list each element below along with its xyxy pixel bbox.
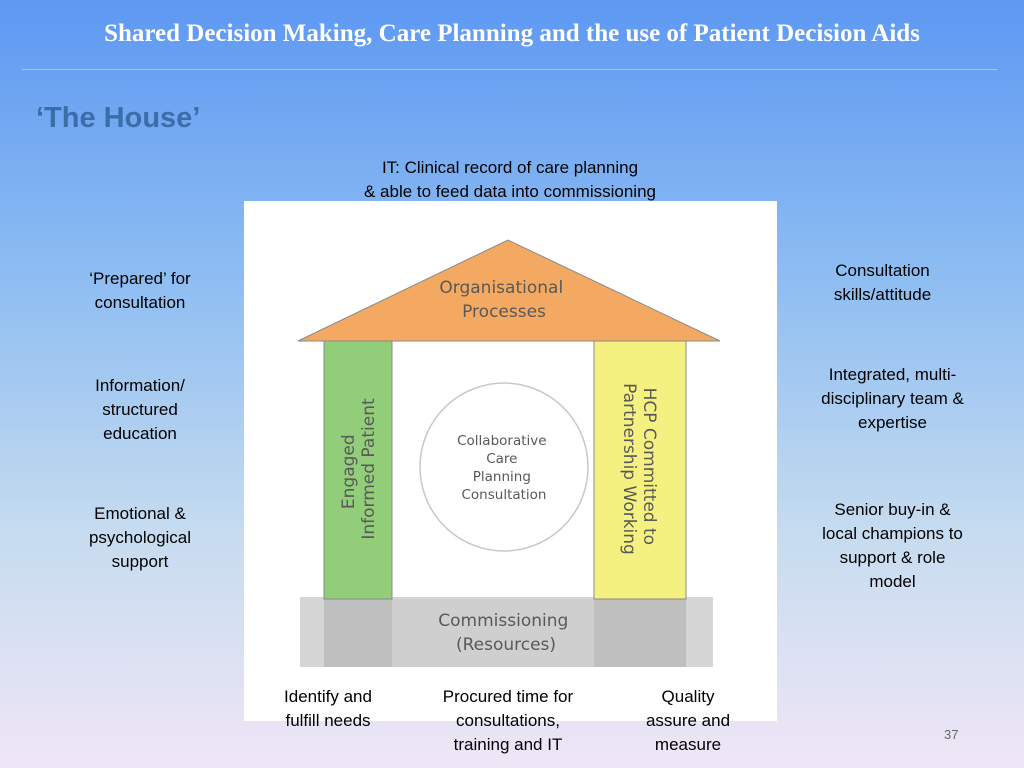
- bottom-item-3-line-2: assure and: [645, 711, 731, 730]
- svg-text:HCP Committed to Partn: HCP Committed to Partnership Working: [619, 383, 659, 555]
- bottom-item-1-line-2: fulfill needs: [285, 711, 371, 730]
- page-number: 37: [944, 727, 959, 742]
- bottom-item-identify-needs: Identify and fulfill needs: [258, 685, 398, 733]
- center-label-line-1: Collaborative: [457, 433, 546, 449]
- slide-subtitle: ‘The House’: [36, 102, 201, 134]
- right-item-3-line-3: support & role: [839, 548, 946, 567]
- center-label-line-2: Care: [486, 451, 517, 467]
- center-label-line-4: Consultation: [461, 487, 546, 503]
- right-item-3-line-4: model: [869, 572, 916, 591]
- house-base: Commissioning (Resources): [300, 597, 713, 667]
- left-item-3-line-2: psychological: [88, 528, 192, 547]
- right-item-2-line-3: expertise: [858, 413, 927, 432]
- it-note-line-1: IT: Clinical record of care planning: [381, 158, 639, 177]
- left-item-2-line-1: Information/: [95, 376, 185, 395]
- roof-label-line-2: Processes: [462, 302, 546, 322]
- right-item-integrated-team: Integrated, multi- disciplinary team & e…: [795, 363, 990, 435]
- right-item-1-line-1: Consultation: [835, 261, 930, 280]
- bottom-item-3-line-3: measure: [654, 735, 722, 754]
- left-pillar-label-line-1: Engaged: [339, 434, 359, 509]
- house-diagram: Commissioning (Resources) Engaged Inform…: [297, 239, 721, 667]
- right-item-consultation-skills: Consultation skills/attitude: [790, 259, 975, 307]
- base-pillar-foot-right: [594, 599, 686, 667]
- bottom-item-procured-time: Procured time for consultations, trainin…: [418, 685, 598, 757]
- svg-text:Engaged Informed Patie: Engaged Informed Patient: [339, 398, 379, 540]
- right-item-3-line-1: Senior buy-in &: [834, 500, 951, 519]
- bottom-item-1-line-1: Identify and: [284, 687, 372, 706]
- left-item-emotional: Emotional & psychological support: [60, 502, 220, 574]
- slide-title: Shared Decision Making, Care Planning an…: [104, 20, 920, 47]
- right-pillar-label-line-2: Partnership Working: [619, 383, 639, 555]
- left-item-2-line-3: education: [103, 424, 177, 443]
- center-label-line-3: Planning: [473, 469, 531, 485]
- it-note: IT: Clinical record of care planning & a…: [320, 156, 700, 204]
- svg-text:Organisational Processes: Organisational Processes: [439, 278, 568, 322]
- base-center: [392, 599, 594, 667]
- base-label-line-1: Commissioning: [438, 611, 568, 631]
- bottom-item-2-line-2: consultations,: [456, 711, 560, 730]
- base-label-line-2: (Resources): [456, 635, 556, 655]
- left-item-2-line-2: structured: [102, 400, 178, 419]
- right-pillar: HCP Committed to Partnership Working: [593, 338, 687, 600]
- left-pillar-label-line-2: Informed Patient: [359, 398, 379, 540]
- left-item-1-line-2: consultation: [94, 293, 186, 312]
- svg-text:Collaborative Care: Collaborative Care Planning Consultation: [457, 433, 551, 503]
- left-item-1-line-1: ‘Prepared’ for: [89, 269, 191, 288]
- left-item-information: Information/ structured education: [60, 374, 220, 446]
- left-item-3-line-3: support: [111, 552, 169, 571]
- right-item-1-line-2: skills/attitude: [833, 285, 932, 304]
- center-consultation: Collaborative Care Planning Consultation: [419, 382, 589, 552]
- bottom-item-3-line-1: Quality: [661, 687, 715, 706]
- right-item-2-line-2: disciplinary team &: [821, 389, 964, 408]
- right-pillar-label-line-1: HCP Committed to: [639, 388, 659, 545]
- svg-text:Commissioning (Resources: Commissioning (Resources): [438, 611, 573, 655]
- right-item-3-line-2: local champions to: [822, 524, 963, 543]
- left-item-prepared: ‘Prepared’ for consultation: [60, 267, 220, 315]
- bottom-item-quality-assure: Quality assure and measure: [628, 685, 748, 757]
- title-divider: [22, 69, 997, 70]
- house-roof: Organisational Processes: [297, 239, 721, 342]
- right-item-senior-buy-in: Senior buy-in & local champions to suppo…: [795, 498, 990, 594]
- roof-label-line-1: Organisational: [439, 278, 563, 298]
- bottom-item-2-line-1: Procured time for: [442, 687, 574, 706]
- base-pillar-foot-left: [324, 599, 392, 667]
- it-note-line-2: & able to feed data into commissioning: [363, 182, 656, 201]
- bottom-item-2-line-3: training and IT: [453, 735, 563, 754]
- left-pillar: Engaged Informed Patient: [323, 338, 393, 600]
- left-item-3-line-1: Emotional &: [94, 504, 186, 523]
- right-item-2-line-1: Integrated, multi-: [828, 365, 957, 384]
